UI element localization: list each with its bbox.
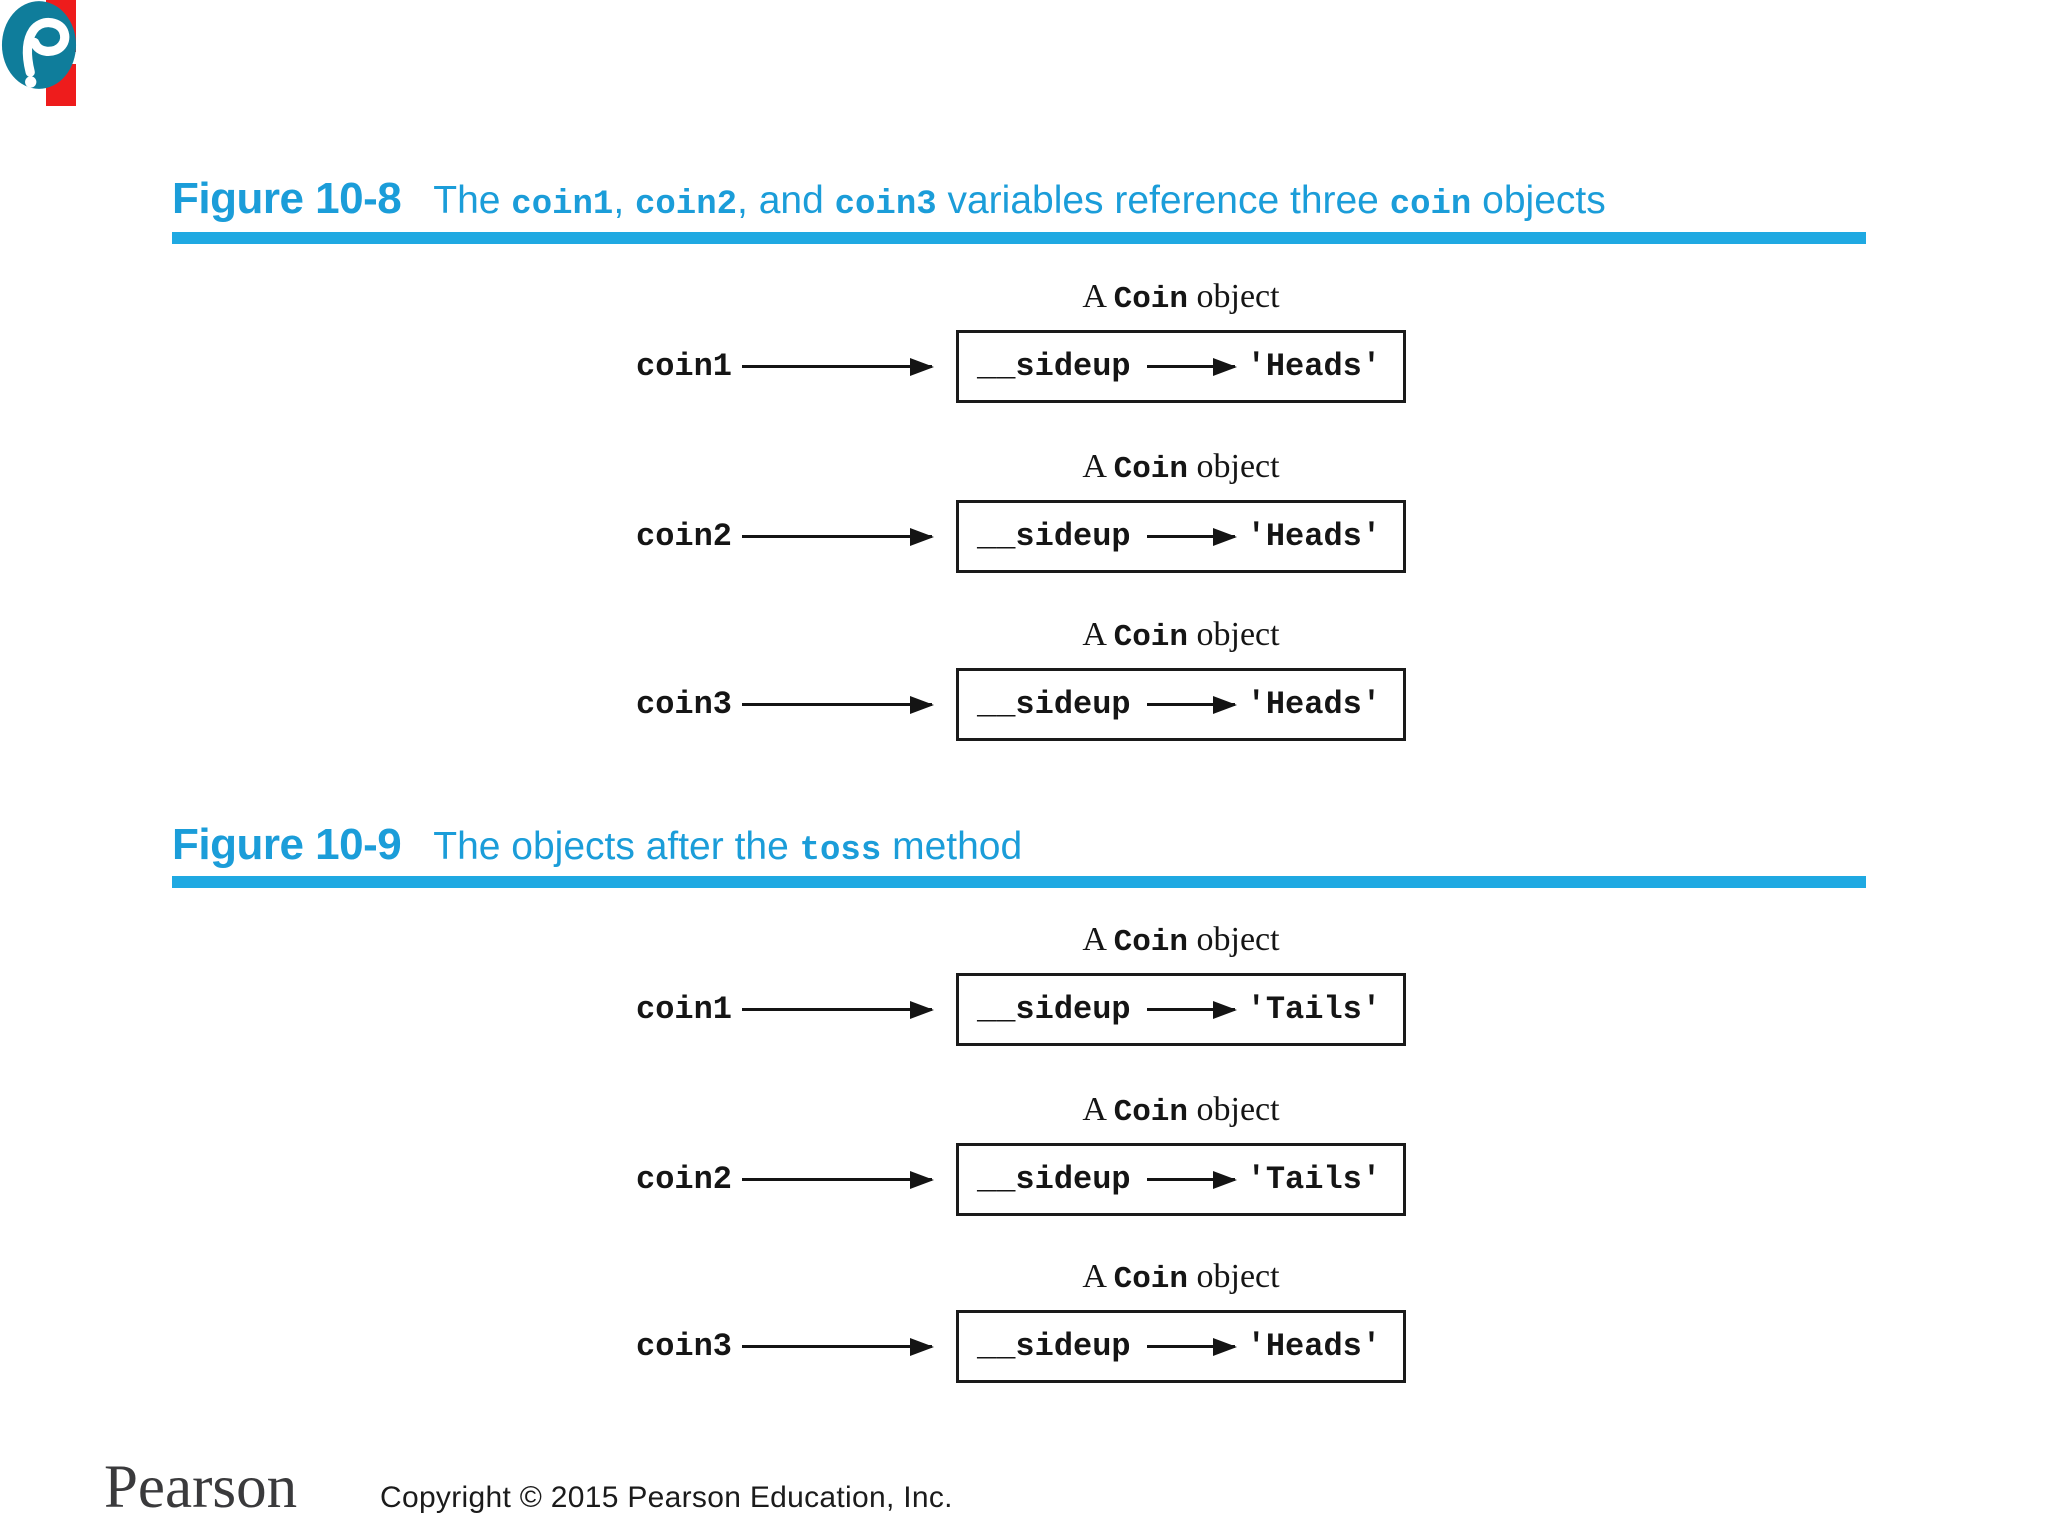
attribute-value: 'Heads' — [1246, 348, 1382, 385]
attribute-arrow — [1146, 1178, 1235, 1181]
attribute-arrow — [1146, 703, 1235, 706]
variable-name: coin1 — [635, 991, 732, 1028]
figure-10-9-rule — [172, 876, 1866, 888]
attribute-arrow — [1146, 535, 1235, 538]
caption-code-segment: coin2 — [635, 186, 738, 224]
object-type-label: A Coin object — [956, 448, 1406, 487]
object-type-label: A Coin object — [956, 278, 1406, 317]
figure-10-9-heading: Figure 10-9 The objects after the toss m… — [172, 820, 1022, 870]
variable-name: coin1 — [635, 348, 732, 385]
caption-code-segment: coin3 — [834, 186, 937, 224]
attribute-value: 'Heads' — [1246, 518, 1382, 555]
coin-object-row: A Coin object coin3 __sideup 'Heads' — [0, 1258, 2048, 1388]
object-label-suffix: object — [1188, 448, 1280, 485]
attribute-arrow — [1146, 1345, 1235, 1348]
reference-arrow — [742, 365, 932, 368]
reference-arrow — [742, 703, 932, 706]
object-box: __sideup 'Heads' — [956, 500, 1406, 573]
object-type-label: A Coin object — [956, 616, 1406, 655]
caption-text-segment: The objects after the — [433, 825, 800, 868]
object-box: __sideup 'Heads' — [956, 330, 1406, 403]
object-label-suffix: object — [1188, 921, 1280, 958]
object-label-prefix: A — [1082, 448, 1114, 485]
object-type-label: A Coin object — [956, 1258, 1406, 1297]
copyright-text: Copyright © 2015 Pearson Education, Inc. — [380, 1481, 953, 1514]
figure-10-8-caption: The coin1, coin2, and coin3 variables re… — [433, 179, 1606, 224]
pearson-logo-dot — [25, 76, 37, 88]
variable-name: coin2 — [635, 518, 732, 555]
attribute-name: __sideup — [977, 1161, 1131, 1198]
object-box: __sideup 'Heads' — [956, 668, 1406, 741]
brand-wordmark: Pearson — [104, 1454, 298, 1521]
pearson-logo-icon — [1, 1, 77, 89]
object-label-suffix: object — [1188, 1258, 1280, 1295]
figure-10-9-label: Figure 10-9 — [172, 820, 402, 869]
object-type-label: A Coin object — [956, 921, 1406, 960]
attribute-arrow — [1146, 365, 1235, 368]
attribute-value: 'Heads' — [1246, 686, 1382, 723]
object-label-class: Coin — [1113, 1095, 1189, 1130]
variable-name: coin3 — [635, 1328, 732, 1365]
object-label-prefix: A — [1082, 1258, 1114, 1295]
attribute-name: __sideup — [977, 348, 1131, 385]
variable-name: coin2 — [635, 1161, 732, 1198]
coin-object-row: A Coin object coin2 __sideup 'Tails' — [0, 1091, 2048, 1221]
object-label-prefix: A — [1082, 278, 1114, 315]
object-label-prefix: A — [1082, 921, 1114, 958]
coin-object-row: A Coin object coin3 __sideup 'Heads' — [0, 616, 2048, 746]
object-label-prefix: A — [1082, 1091, 1114, 1128]
object-box: __sideup 'Tails' — [956, 973, 1406, 1046]
variable-name: coin3 — [635, 686, 732, 723]
figure-10-8-label: Figure 10-8 — [172, 174, 402, 223]
caption-text-segment: The — [433, 179, 512, 222]
caption-code-segment: coin1 — [511, 186, 614, 224]
caption-code-segment: toss — [799, 832, 882, 870]
attribute-value: 'Tails' — [1246, 1161, 1382, 1198]
attribute-value: 'Heads' — [1246, 1328, 1382, 1365]
caption-text-segment: , and — [737, 179, 835, 222]
object-box: __sideup 'Tails' — [956, 1143, 1406, 1216]
coin-object-row: A Coin object coin1 __sideup 'Tails' — [0, 921, 2048, 1051]
object-label-suffix: object — [1188, 616, 1280, 653]
coin-object-row: A Coin object coin2 __sideup 'Heads' — [0, 448, 2048, 578]
caption-text-segment: method — [881, 825, 1023, 868]
attribute-arrow — [1146, 1008, 1235, 1011]
coin-object-row: A Coin object coin1 __sideup 'Heads' — [0, 278, 2048, 408]
attribute-name: __sideup — [977, 991, 1131, 1028]
object-label-class: Coin — [1113, 452, 1189, 487]
caption-text-segment: variables reference three — [936, 179, 1390, 222]
object-label-class: Coin — [1113, 620, 1189, 655]
object-label-class: Coin — [1113, 1262, 1189, 1297]
figure-10-8-rule — [172, 232, 1866, 244]
attribute-name: __sideup — [977, 686, 1131, 723]
object-label-class: Coin — [1113, 282, 1189, 317]
attribute-value: 'Tails' — [1246, 991, 1382, 1028]
pearson-logo-p — [22, 17, 70, 77]
object-label-class: Coin — [1113, 925, 1189, 960]
attribute-name: __sideup — [977, 518, 1131, 555]
caption-code-segment: coin — [1389, 186, 1472, 224]
reference-arrow — [742, 535, 932, 538]
object-box: __sideup 'Heads' — [956, 1310, 1406, 1383]
caption-text-segment: , — [613, 179, 635, 222]
attribute-name: __sideup — [977, 1328, 1131, 1365]
reference-arrow — [742, 1178, 932, 1181]
object-label-suffix: object — [1188, 1091, 1280, 1128]
figure-10-9-caption: The objects after the toss method — [433, 825, 1022, 870]
object-label-suffix: object — [1188, 278, 1280, 315]
caption-text-segment: objects — [1471, 179, 1606, 222]
reference-arrow — [742, 1008, 932, 1011]
reference-arrow — [742, 1345, 932, 1348]
figure-10-8-heading: Figure 10-8 The coin1, coin2, and coin3 … — [172, 174, 1606, 224]
object-label-prefix: A — [1082, 616, 1114, 653]
object-type-label: A Coin object — [956, 1091, 1406, 1130]
